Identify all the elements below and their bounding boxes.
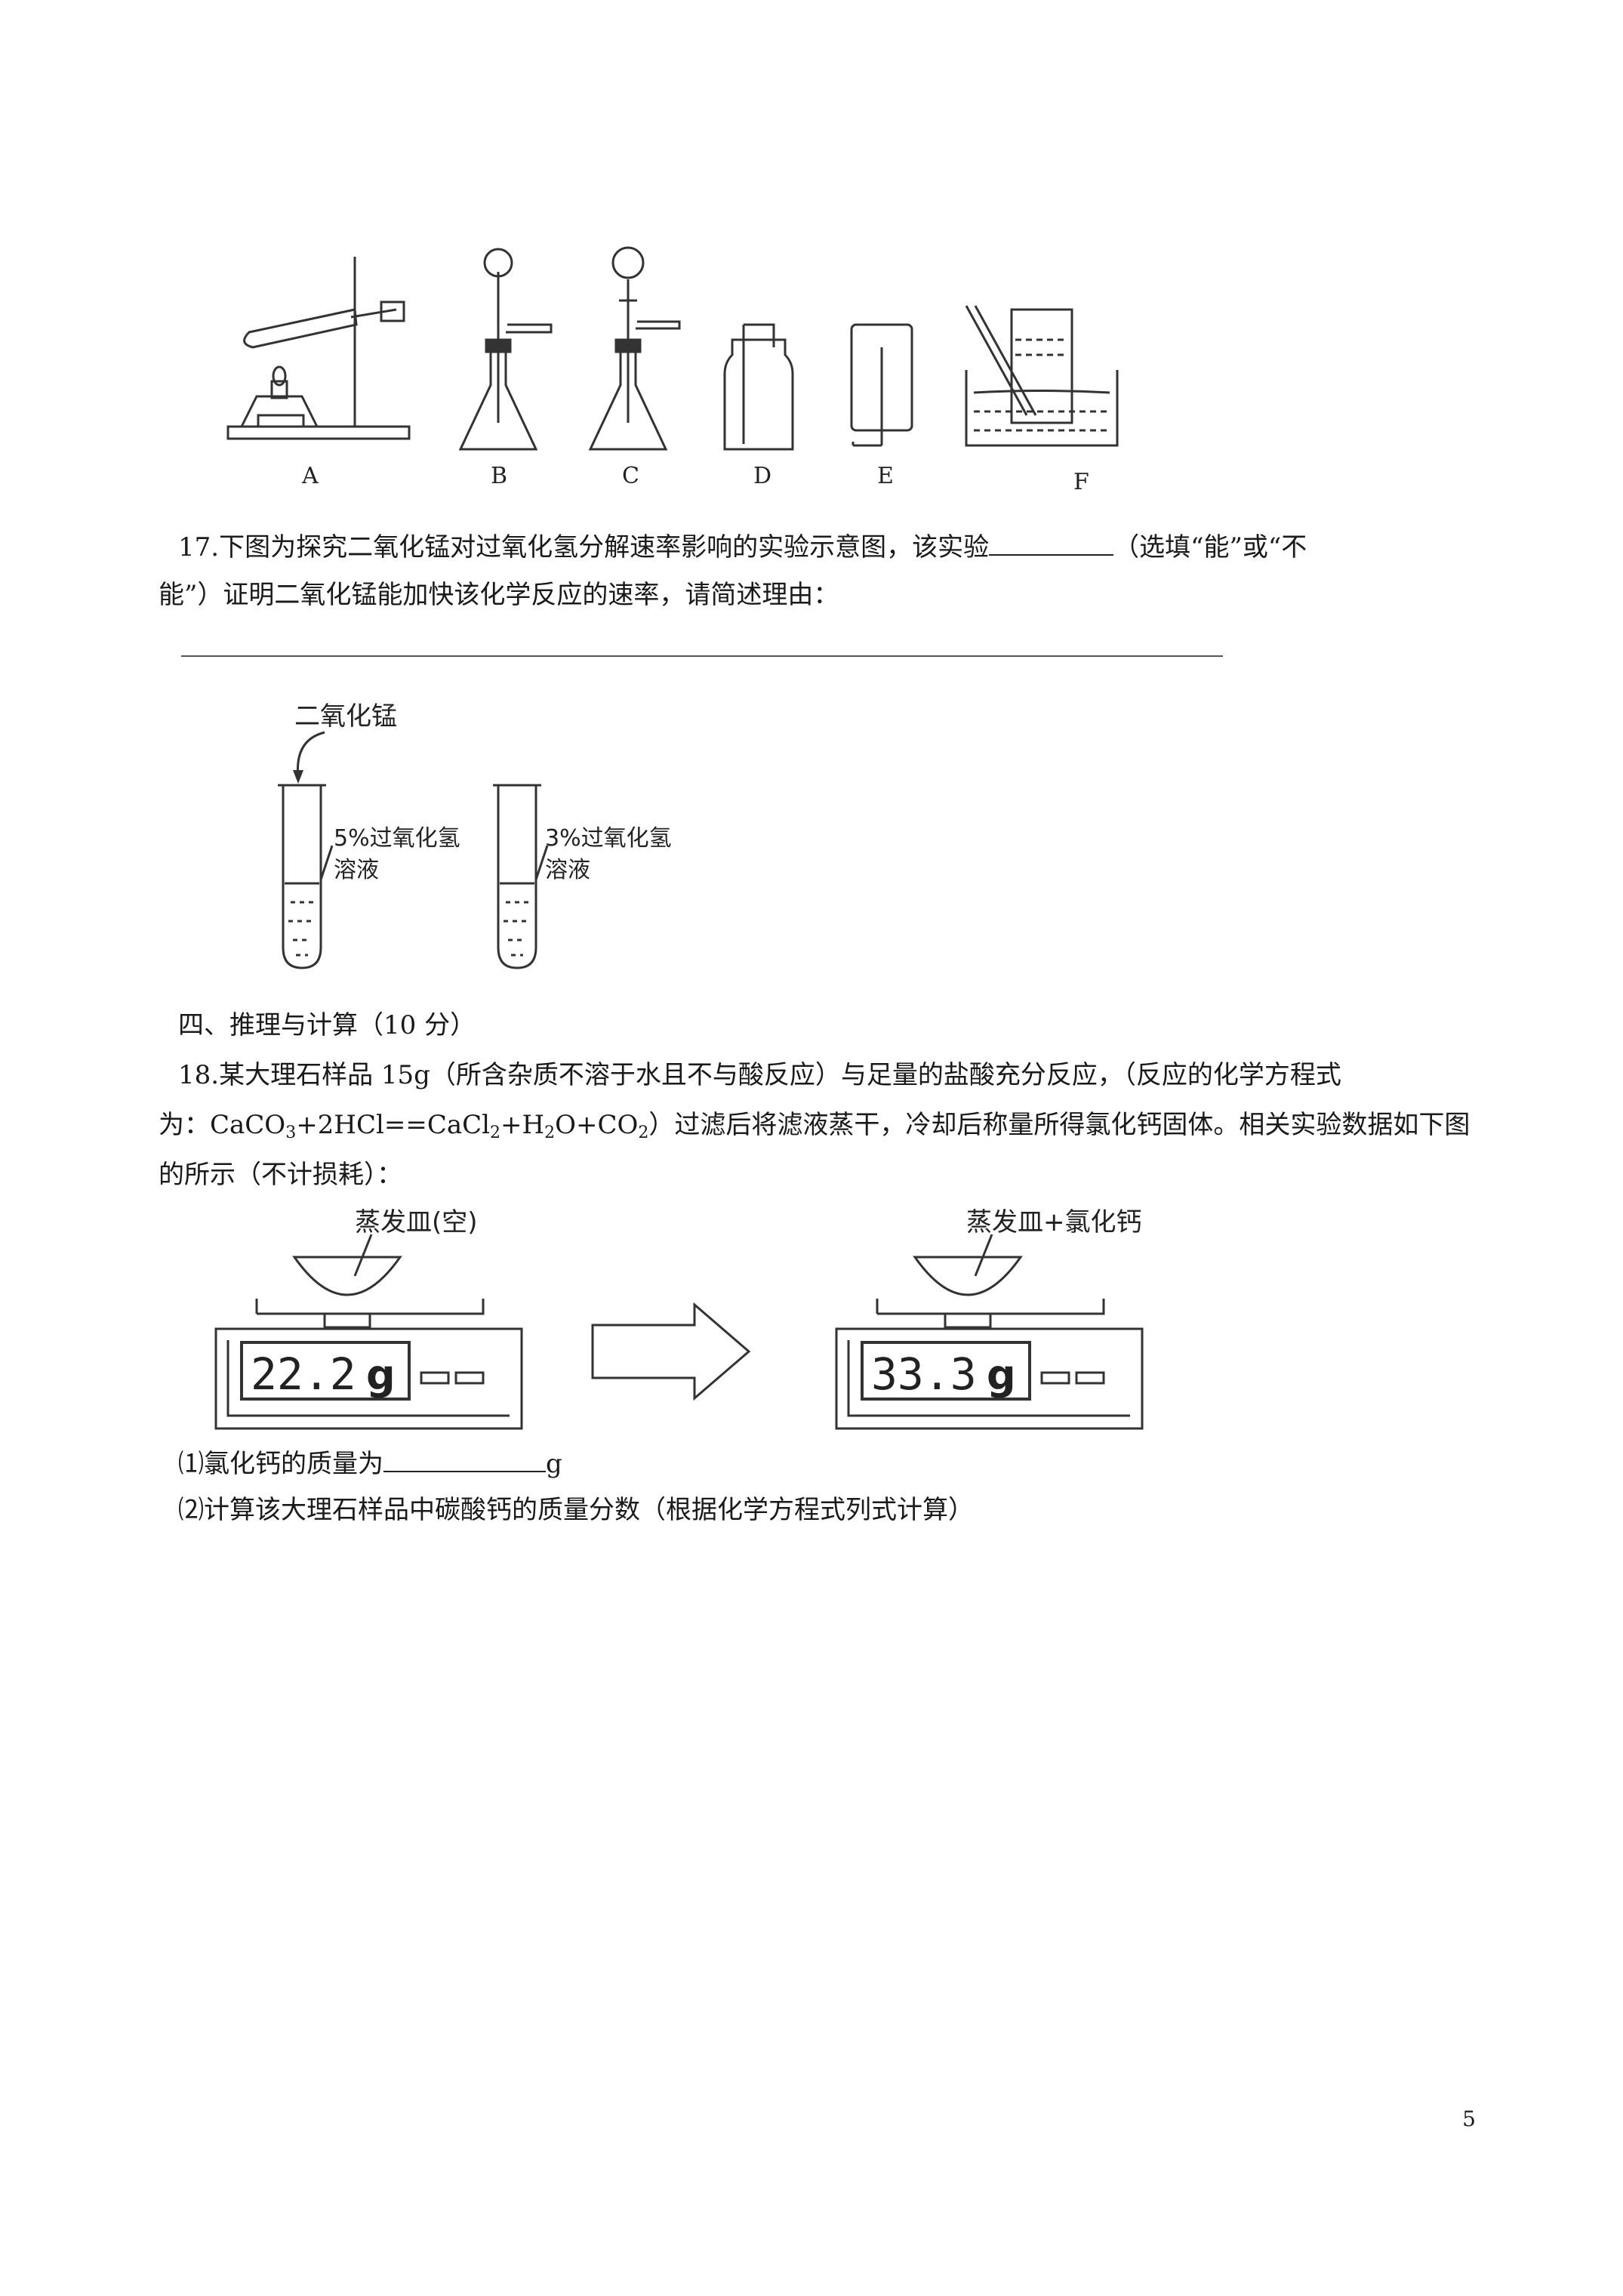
q17-hint: （选填“能”或“不 xyxy=(1113,532,1307,562)
apparatus-label-d: D xyxy=(753,463,771,489)
left-balance xyxy=(214,1234,523,1430)
q17-reason-answer-line[interactable] xyxy=(181,655,1223,657)
q17-line-1: 17.下图为探究二氧化锰对过氧化氢分解速率影响的实验示意图，该实验 （选填“能”或… xyxy=(178,529,1307,564)
transition-arrow xyxy=(591,1302,751,1401)
apparatus-e xyxy=(850,323,913,447)
q18-line-2: 为：CaCO3+2HCl==CaCl2+H2O+CO2）过滤后将滤液蒸干，冷却后… xyxy=(159,1110,1471,1142)
q17-tube-1 xyxy=(278,784,334,969)
q18-part-1-answer-blank[interactable] xyxy=(383,1445,546,1472)
q18-balance-figure: 蒸发皿(空) 22.2 g 蒸发皿+氯化钙 33.3 g xyxy=(214,1207,1144,1430)
q17-tube-1-label-1: 5%过氧化氢 xyxy=(334,825,460,852)
apparatus-label-b: B xyxy=(491,463,507,489)
q17-mno2-label: 二氧化锰 xyxy=(294,701,397,732)
section-4-heading: 四、推理与计算（10 分） xyxy=(178,1010,476,1040)
apparatus-label-e: E xyxy=(877,463,894,489)
apparatus-label-a: A xyxy=(301,463,319,489)
page-number: 5 xyxy=(1462,2106,1476,2131)
left-balance-unit: g xyxy=(366,1351,396,1399)
q17-test-tube-figure: 二氧化锰 5%过氧化氢 溶液 3%过氧化氢 溶液 xyxy=(278,701,672,969)
q17-tube-1-label-2: 溶液 xyxy=(334,857,379,883)
q17-line-2: 能”）证明二氧化锰能加快该化学反应的速率，请简述理由： xyxy=(159,580,839,610)
q18-part-1: ⑴氯化钙的质量为 g xyxy=(178,1445,562,1481)
apparatus-c xyxy=(588,246,681,451)
left-balance-reading: 22.2 xyxy=(251,1348,356,1400)
apparatus-a xyxy=(226,257,411,440)
right-balance xyxy=(835,1234,1144,1430)
q18-part-1-unit: g xyxy=(546,1449,562,1479)
q17-text: 17.下图为探究二氧化锰对过氧化氢分解速率影响的实验示意图，该实验 xyxy=(178,532,990,562)
left-balance-label: 蒸发皿(空) xyxy=(355,1207,478,1237)
q17-tube-2-label-1: 3%过氧化氢 xyxy=(545,825,672,852)
right-balance-label: 蒸发皿+氯化钙 xyxy=(966,1207,1142,1237)
q17-tube-2 xyxy=(493,784,549,969)
q18-line-3: 的所示（不计损耗）： xyxy=(159,1160,402,1190)
apparatus-label-c: C xyxy=(622,463,639,489)
apparatus-figure: A B C D E F xyxy=(226,246,1119,495)
q17-answer-blank[interactable] xyxy=(989,529,1114,556)
apparatus-d xyxy=(723,323,794,451)
q17-tube-2-label-2: 溶液 xyxy=(545,857,590,883)
right-balance-unit: g xyxy=(987,1351,1016,1399)
q18-line-1: 18.某大理石样品 15g（所含杂质不溶于水且不与酸反应）与足量的盐酸充分反应，… xyxy=(178,1060,1341,1090)
apparatus-f xyxy=(965,305,1119,447)
apparatus-label-f: F xyxy=(1073,469,1089,495)
q18-part-2: ⑵计算该大理石样品中碳酸钙的质量分数（根据化学方程式列式计算） xyxy=(178,1495,974,1525)
right-balance-reading: 33.3 xyxy=(871,1348,977,1400)
q18-part-1-text: ⑴氯化钙的质量为 xyxy=(178,1449,383,1479)
q17-arrowhead xyxy=(293,770,303,784)
apparatus-b xyxy=(458,248,553,451)
